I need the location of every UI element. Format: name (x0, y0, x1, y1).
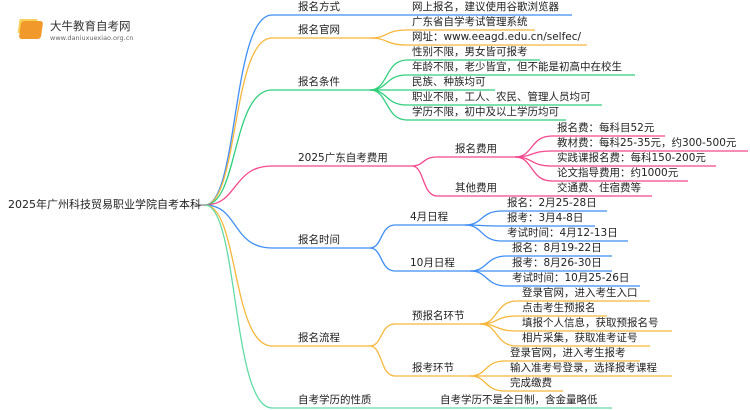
branch-node: 报名条件 (298, 76, 340, 88)
leaf-link (369, 74, 635, 91)
sub-link (369, 345, 470, 377)
leaf-node: 交通费、住宿费等 (557, 182, 641, 194)
leaf-node: 登录官网，进入考生报考 (510, 347, 626, 359)
sub-link (411, 156, 515, 167)
sub-link (369, 224, 465, 249)
leaf-node: 性别不限，男女皆可报考 (412, 46, 528, 58)
root-node: 2025年广州科技贸易职业学院自考本科 (8, 198, 201, 211)
branch-node: 报名官网 (298, 24, 340, 36)
leaf-link (369, 89, 566, 121)
sub-link (369, 247, 470, 272)
leaf-link (469, 270, 640, 287)
branch-node: 2025广东自考费用 (298, 152, 388, 164)
sub-node: 4月日程 (410, 211, 449, 223)
leaf-node: 自考学历不是全日制，含金量略低 (440, 394, 598, 406)
sub-node: 报名费用 (455, 143, 497, 155)
leaf-link (479, 323, 650, 347)
leaf-node: 网上报名，建议使用谷歌浏览器 (412, 1, 559, 13)
branch-node: 自考学历的性质 (298, 394, 372, 406)
branch-node: 报名方式 (298, 1, 340, 13)
leaf-node: 职业不限，工人、农民、管理人员均可 (412, 91, 591, 103)
sub-node: 其他费用 (455, 182, 497, 194)
leaf-node: 考试时间：4月12-13日 (507, 227, 618, 239)
sub-link (411, 165, 515, 197)
leaf-link (464, 224, 595, 227)
leaf-node: 完成缴费 (510, 377, 552, 389)
leaf-node: 广东省自学考试管理系统 (412, 16, 528, 28)
sub-node: 报考环节 (412, 362, 454, 374)
leaf-node: 民族、种族均可 (412, 76, 486, 88)
logo-url: www.daniuxuexiao.org.cn (50, 34, 134, 42)
leaf-link (464, 224, 628, 242)
logo-name: 大牛教育自考网 (50, 19, 131, 33)
leaf-link (469, 375, 563, 392)
branch-link (204, 37, 370, 206)
leaf-node: 报考：3月4-8日 (507, 212, 584, 224)
leaf-node: 报考：8月26-30日 (512, 257, 602, 269)
leaf-node: 考试时间：10月25-26日 (512, 272, 630, 284)
logo: 大牛教育自考网 www.daniuxuexiao.org.cn (18, 18, 134, 42)
leaf-node: 点击考生预报名 (522, 302, 596, 314)
leaf-link (369, 37, 587, 46)
leaf-link (514, 156, 688, 182)
branch-link (204, 89, 370, 206)
leaf-node: 年龄不限，老少皆宜，但不能是初高中在校生 (412, 61, 622, 73)
leaf-node: 网址：www.eeagd.edu.cn/selfec/ (412, 31, 582, 43)
sub-node: 10月日程 (410, 257, 455, 269)
branch-node: 报名时间 (298, 234, 340, 246)
leaf-node: 相片采集，获取准考证号 (522, 332, 638, 344)
branch-link (204, 204, 410, 409)
leaf-node: 填报个人信息，获取预报名号 (522, 317, 659, 329)
sub-link (369, 323, 480, 347)
branch-link (204, 14, 370, 206)
sub-node: 预报名环节 (412, 310, 465, 322)
leaf-node: 输入准考号登录，选择报考课程 (510, 362, 657, 374)
leaf-node: 实践课报名费：每科150-200元 (557, 152, 706, 164)
branch-node: 报名流程 (298, 332, 340, 344)
leaf-node: 报名费：每科目52元 (557, 122, 655, 134)
branch-link (204, 204, 370, 347)
branch-link (204, 165, 412, 206)
leaf-node: 学历不限，初中及以上学历均可 (412, 106, 559, 118)
leaf-node: 报名：2月25-28日 (507, 197, 597, 209)
branch-link (204, 204, 370, 249)
leaf-node: 登录官网，进入考生入口 (522, 287, 638, 299)
leaf-node: 报名：8月19-22日 (512, 242, 602, 254)
leaf-node: 论文指导费用：约1000元 (557, 167, 679, 179)
leaf-node: 教材费：每科25-35元，约300-500元 (557, 137, 737, 149)
